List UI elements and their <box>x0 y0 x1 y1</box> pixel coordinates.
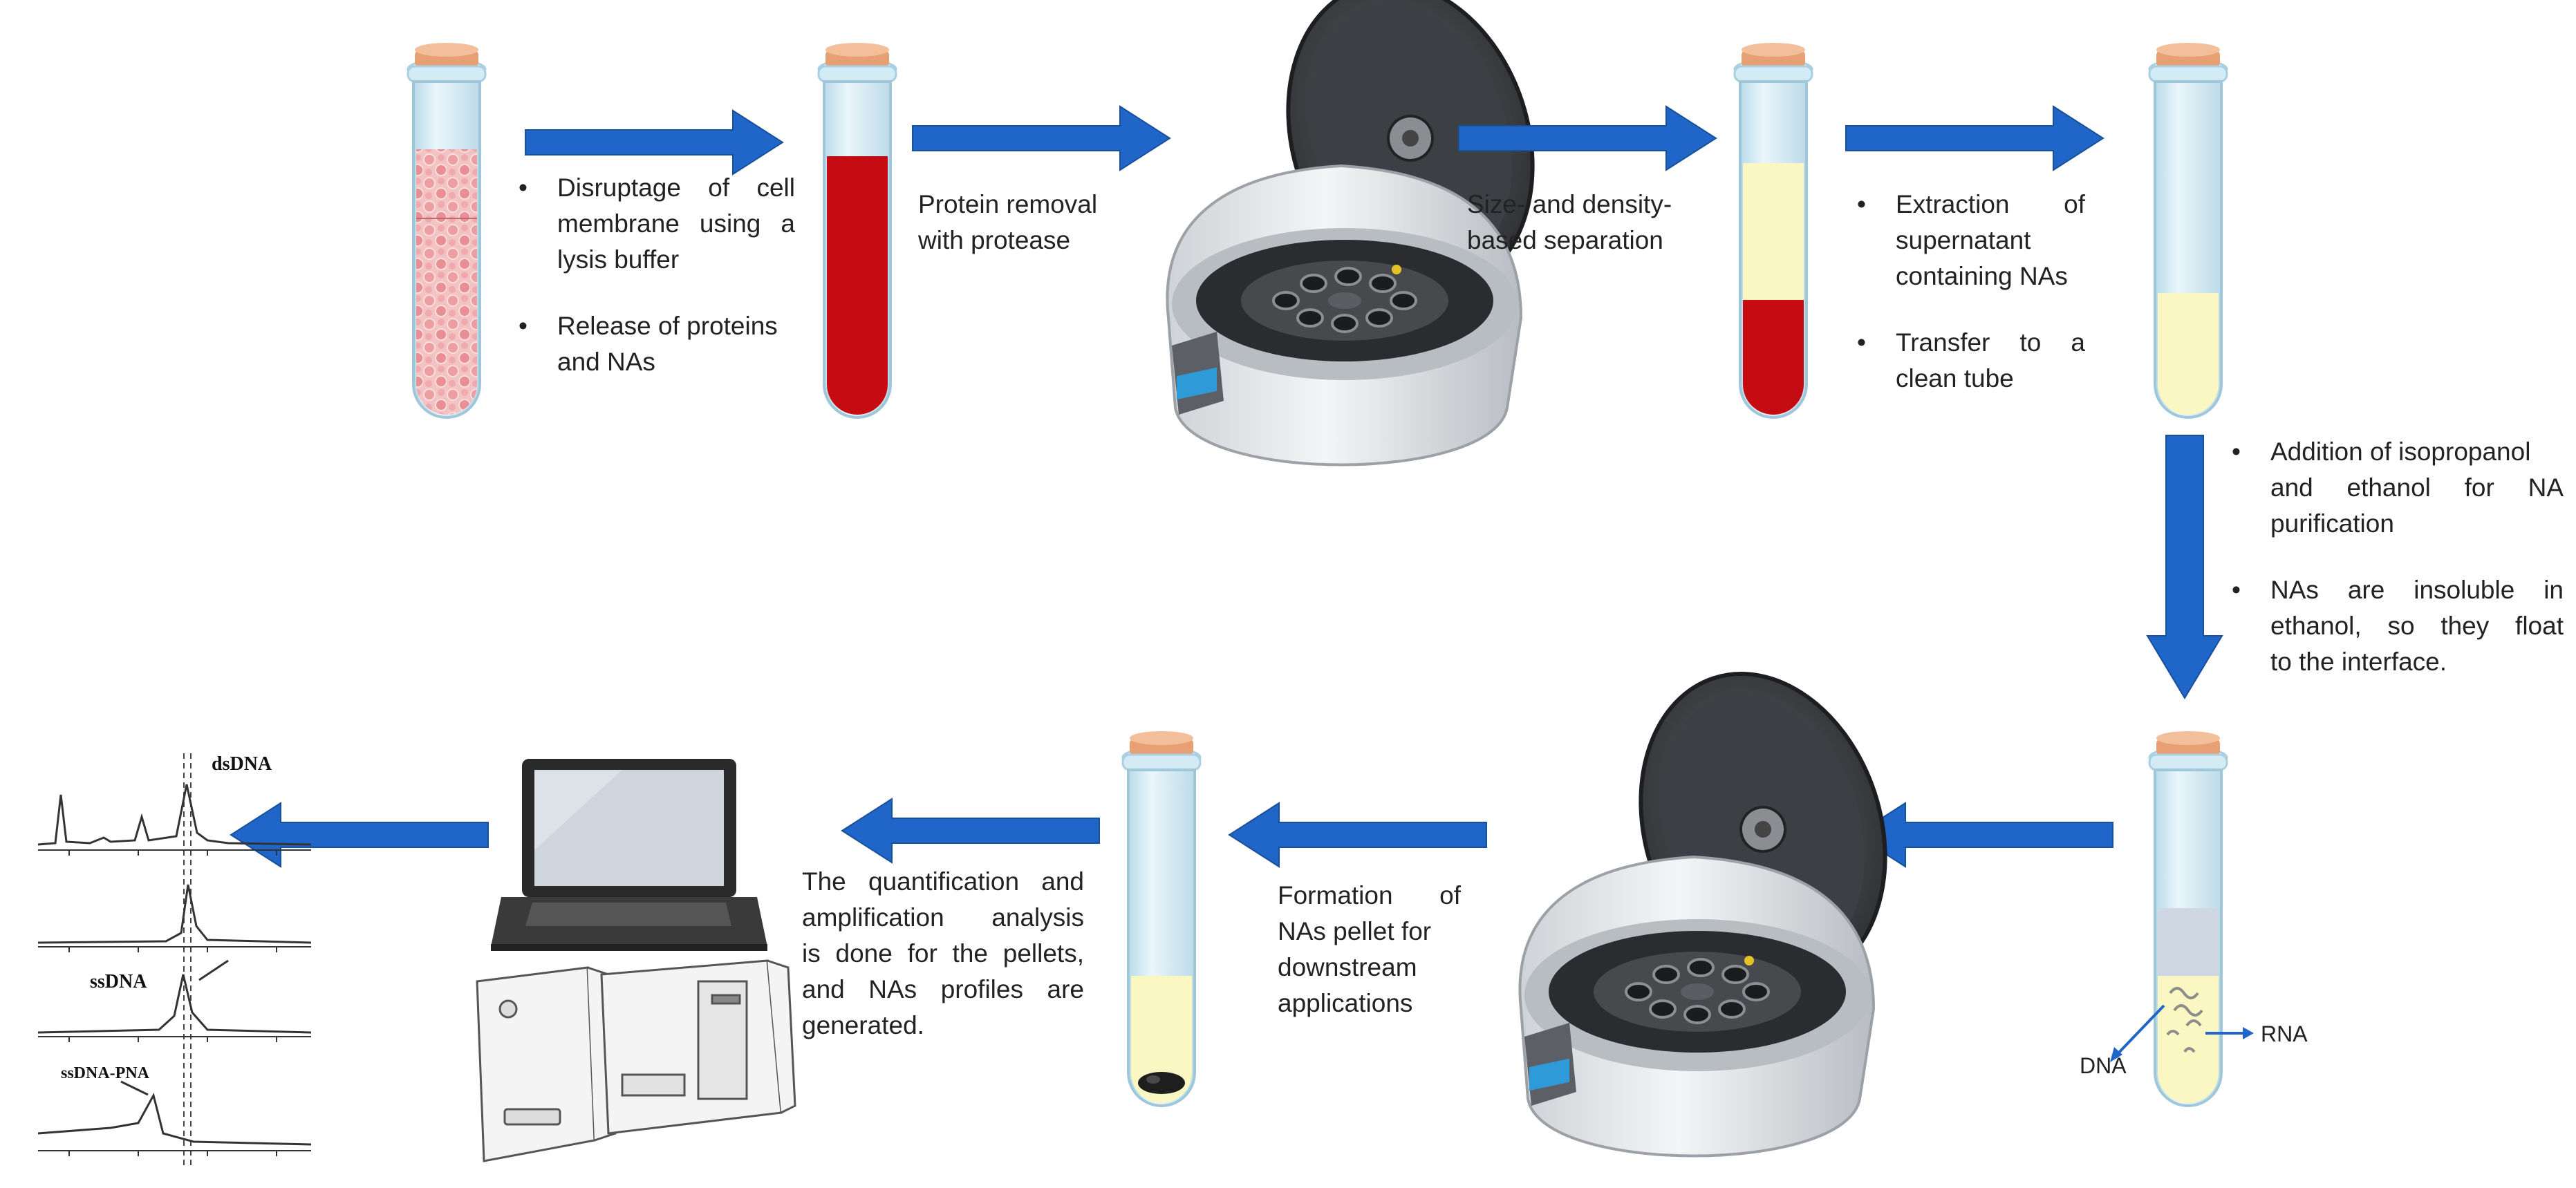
test-tube-icon <box>817 41 897 419</box>
analysis-line: The quantification and <box>802 867 1084 896</box>
pellet-line: NAs pellet for <box>1278 917 1432 945</box>
arrow-icon <box>912 106 1170 171</box>
centrifuge-icon <box>1520 642 1923 1156</box>
insoluble-line: NAs are insoluble in <box>2270 576 2564 604</box>
insoluble-line: ethanol, so they float <box>2270 612 2564 640</box>
rna-label: RNA <box>2261 1021 2308 1046</box>
ssdna-label: ssDNA <box>90 971 147 992</box>
ssdna-pna-label: ssDNA-PNA <box>61 1064 149 1082</box>
pellet-step-text: Formation of NAs pellet for downstream a… <box>1278 878 1461 1021</box>
transfer-line: Transfer to a <box>1896 328 2085 357</box>
extraction-line: containing NAs <box>1896 262 2068 290</box>
extraction-step-text: Extraction of supernatant containing NAs… <box>1857 187 2085 397</box>
arrow-icon <box>525 110 783 175</box>
analysis-line: amplification analysis <box>802 903 1084 932</box>
lysis-line: lysis buffer <box>557 245 680 274</box>
purification-line: purification <box>2270 509 2394 538</box>
pellet-line: downstream <box>1278 953 1417 981</box>
test-tube-icon <box>1733 41 1813 419</box>
purification-line: Addition of isopropanol <box>2270 437 2531 466</box>
lysis-line: Disruptage of cell <box>557 173 795 202</box>
pellet-line: Formation of <box>1278 881 1461 909</box>
extraction-line: Extraction of <box>1896 190 2085 218</box>
arrow-icon <box>230 802 489 867</box>
arrow-icon <box>1855 802 2113 867</box>
separation-line: based separation <box>1467 226 1663 254</box>
analysis-line: and NAs profiles are <box>802 975 1084 1003</box>
separation-line: Size- and density- <box>1467 190 1672 218</box>
release-line: and NAs <box>557 348 655 376</box>
arrow-icon <box>841 798 1100 863</box>
extraction-line: supernatant <box>1896 226 2031 254</box>
analysis-line: is done for the pellets, <box>802 939 1084 968</box>
release-line: Release of proteins <box>557 312 778 340</box>
test-tube-icon <box>2148 730 2228 1107</box>
dsdna-label: dsDNA <box>212 753 272 775</box>
protease-line: Protein removal <box>918 190 1098 218</box>
transfer-line: clean tube <box>1896 364 2014 393</box>
arrow-icon <box>1229 802 1487 867</box>
insoluble-line: to the interface. <box>2270 648 2447 676</box>
lysis-line: membrane using a <box>557 209 795 238</box>
test-tube-icon <box>2148 41 2228 419</box>
laptop-icon <box>491 759 767 951</box>
lysis-step-text: Disruptage of cell membrane using a lysi… <box>519 170 795 380</box>
protease-line: with protease <box>918 226 1071 254</box>
arrow-icon <box>2146 435 2223 699</box>
test-tube-icon <box>407 41 487 419</box>
dna-profile-plots <box>37 753 312 1168</box>
dna-label: DNA <box>2080 1053 2127 1078</box>
test-tube-icon <box>1121 730 1202 1107</box>
separation-step-text: Size- and density- based separation <box>1467 187 1702 258</box>
analysis-step-text: The quantification and amplification ana… <box>802 864 1084 1044</box>
purification-step-text: Addition of isopropanol and ethanol for … <box>2232 434 2564 680</box>
protease-step-text: Protein removal with protease <box>918 187 1139 258</box>
arrow-icon <box>1845 106 2104 171</box>
analysis-line: generated. <box>802 1011 924 1039</box>
analyzer-icon <box>476 959 796 1162</box>
purification-line: and ethanol for NA <box>2270 473 2564 502</box>
pellet-line: applications <box>1278 989 1413 1017</box>
